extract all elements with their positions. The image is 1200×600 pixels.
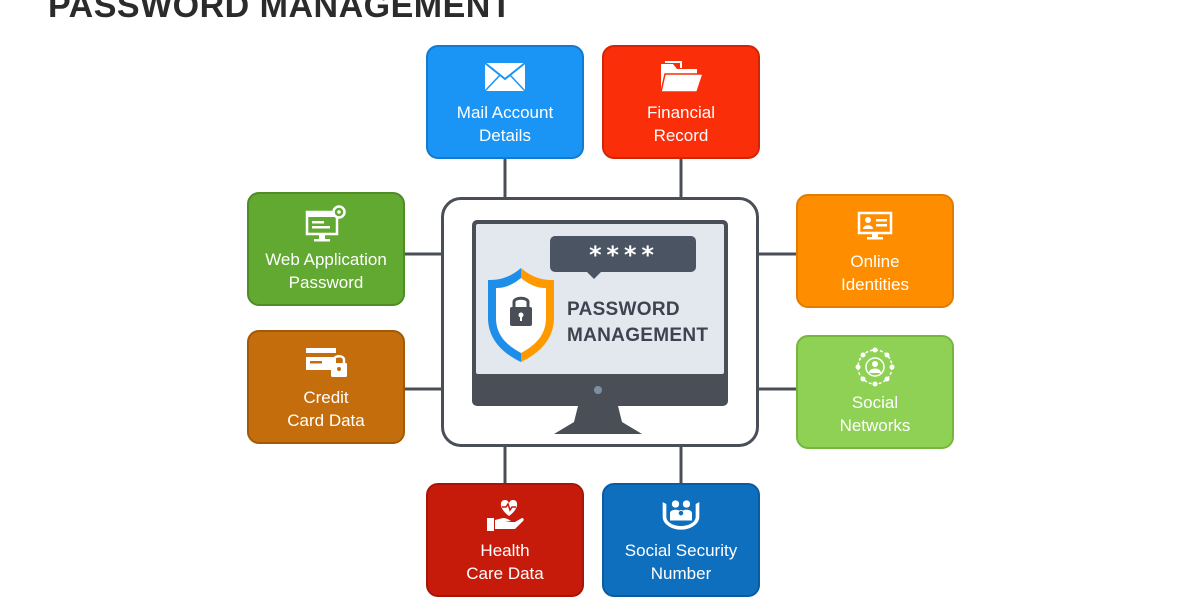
card-label: Mail Account Details (456, 103, 554, 145)
masked-password-bubble: **** (550, 236, 696, 272)
card-label: Health Care Data (466, 541, 544, 583)
envelope-icon (483, 57, 527, 97)
card-online-identities: Online Identities (796, 194, 954, 308)
card-label: Credit Card Data (287, 388, 365, 430)
card-credit-card-data: Credit Card Data (247, 330, 405, 444)
card-label: Social Security Number (624, 541, 738, 583)
card-label: Web Application Password (265, 250, 387, 292)
network-people-icon (853, 347, 897, 387)
id-card-icon (853, 206, 897, 246)
web-settings-icon (304, 204, 348, 244)
card-social-networks: Social Networks (796, 335, 954, 449)
credit-card-lock-icon (304, 342, 348, 382)
card-health-care-data: Health Care Data (426, 483, 584, 597)
card-label: Online Identities (840, 252, 910, 294)
card-mail-account-details: Mail Account Details (426, 45, 584, 159)
shield-lock-icon (488, 268, 554, 362)
card-social-security-number: Social Security Number (602, 483, 760, 597)
heart-hand-icon (483, 495, 527, 535)
center-label: PASSWORD MANAGEMENT (567, 299, 709, 346)
card-label: Financial Record (646, 103, 716, 145)
family-hands-icon (659, 495, 703, 535)
card-financial-record: Financial Record (602, 45, 760, 159)
card-label: Social Networks (839, 393, 911, 435)
page-title: PASSWORD MANAGEMENT (48, 0, 513, 25)
folder-icon (659, 57, 703, 97)
card-web-application-password: Web Application Password (247, 192, 405, 306)
